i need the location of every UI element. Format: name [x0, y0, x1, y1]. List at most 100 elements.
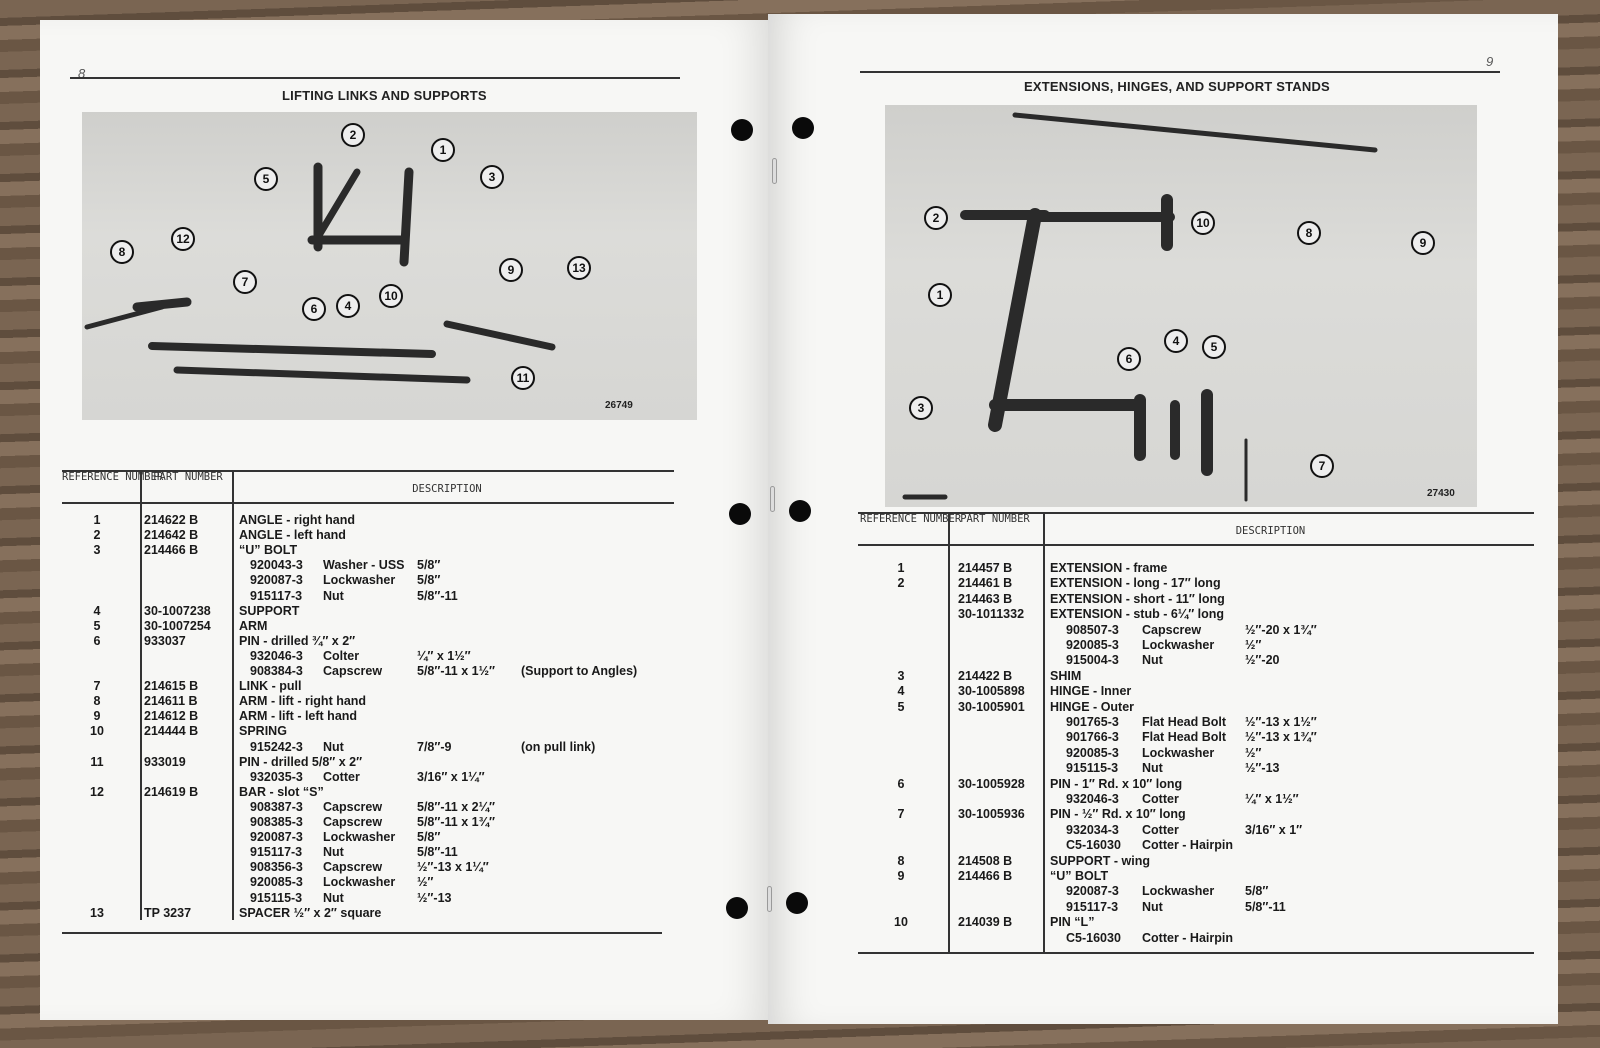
- header-rule: [70, 77, 680, 79]
- hardware-size: ½″-20 x 1¾″: [1245, 622, 1317, 637]
- hardware-part-number: 915117-3: [1066, 899, 1119, 914]
- hardware-name: Lockwasher: [323, 573, 396, 588]
- header-description: DESCRIPTION: [1235, 525, 1306, 537]
- description: ANGLE - right hand: [239, 513, 355, 527]
- staple: [767, 886, 772, 912]
- description: SUPPORT: [239, 603, 300, 618]
- description: ANGLE - left hand: [239, 528, 346, 543]
- hardware-part-number: 901766-3: [1066, 730, 1119, 745]
- header-reference-number: REFERENCE NUMBER: [62, 471, 164, 483]
- callout-5: 5: [1202, 335, 1226, 359]
- hardware-name: Cotter - Hairpin: [1142, 930, 1233, 945]
- hardware-part-number: 920085-3: [1066, 638, 1119, 652]
- callout-12: 12: [171, 227, 195, 251]
- page-number: 9: [1486, 54, 1494, 69]
- binder-hole: [786, 892, 808, 914]
- callout-6: 6: [302, 297, 326, 321]
- hardware-size: 5/8″-11: [417, 588, 458, 603]
- part-number: 214461 B: [958, 576, 1013, 591]
- description: SPACER ½″ x 2″ square: [239, 905, 382, 920]
- hardware-part-number: 915242-3: [250, 739, 303, 754]
- hardware-size: 5/8″: [417, 830, 441, 845]
- header-rule: [860, 71, 1500, 73]
- description: BAR - slot “S”: [239, 784, 324, 799]
- callout-4: 4: [1164, 329, 1188, 353]
- hardware-name: Washer - USS: [323, 558, 405, 573]
- description: LINK - pull: [239, 679, 302, 694]
- hardware-part-number: 920087-3: [250, 830, 303, 845]
- description: ARM - lift - right hand: [239, 694, 367, 709]
- hardware-part-number: C5-16030: [1066, 930, 1121, 945]
- hardware-note: (on pull link): [521, 739, 596, 754]
- part-number: 214466 B: [958, 869, 1013, 883]
- description: PIN - 1″ Rd. x 10″ long: [1050, 776, 1183, 791]
- part-number: 30-1007254: [144, 618, 211, 633]
- reference-number: 10: [894, 915, 908, 930]
- hardware-name: Capscrew: [323, 799, 383, 814]
- part-number: TP 3237: [144, 905, 192, 920]
- part-number: 214444 B: [144, 724, 199, 739]
- hardware-name: Nut: [323, 890, 344, 905]
- column-divider: [1043, 512, 1045, 952]
- callout-10: 10: [1191, 211, 1215, 235]
- table-top-rule: [858, 512, 1534, 514]
- column-divider: [232, 470, 234, 920]
- hardware-note: (Support to Angles): [521, 664, 638, 678]
- reference-number: 5: [897, 699, 905, 714]
- hardware-name: Nut: [1142, 899, 1163, 914]
- reference-number: 2: [897, 576, 905, 591]
- description: PIN - drilled 5/8″ x 2″: [239, 754, 363, 769]
- part-number: 933019: [144, 754, 186, 769]
- binder-hole: [726, 897, 748, 919]
- part-number: 30-1005936: [958, 807, 1025, 822]
- description: HINGE - Outer: [1050, 699, 1135, 714]
- reference-number: 11: [90, 754, 104, 769]
- hardware-part-number: 920087-3: [250, 573, 303, 588]
- hardware-size: 5/8″-11 x 1¾″: [417, 815, 496, 829]
- hardware-part-number: 908385-3: [250, 815, 303, 829]
- callout-1: 1: [928, 283, 952, 307]
- callout-6: 6: [1117, 347, 1141, 371]
- reference-number: 8: [897, 853, 905, 868]
- hardware-part-number: 915004-3: [1066, 653, 1119, 668]
- table-bottom-rule: [858, 952, 1534, 954]
- part-number: 30-1007238: [144, 603, 211, 618]
- part-number: 214508 B: [958, 853, 1013, 868]
- hardware-name: Nut: [1142, 761, 1163, 776]
- hardware-name: Cotter: [1142, 822, 1179, 837]
- part-number: 30-1005928: [958, 776, 1025, 791]
- header-bottom-rule: [858, 544, 1534, 546]
- description: SHIM: [1050, 668, 1082, 683]
- table-bottom-rule: [62, 932, 662, 934]
- hardware-name: Capscrew: [323, 664, 383, 678]
- callout-8: 8: [110, 240, 134, 264]
- hardware-name: Cotter: [1142, 792, 1179, 806]
- hardware-name: Lockwasher: [1142, 745, 1215, 760]
- hardware-size: ¼″ x 1½″: [417, 648, 471, 663]
- part-number: 214039 B: [958, 915, 1013, 930]
- callout-5: 5: [254, 167, 278, 191]
- part-number: 214619 B: [144, 784, 199, 799]
- reference-number: 9: [897, 869, 905, 883]
- hardware-part-number: 932034-3: [1066, 822, 1119, 837]
- hardware-size: ½″-13: [417, 890, 452, 905]
- hardware-part-number: 915115-3: [250, 890, 303, 905]
- hardware-size: ½″-13 x 1½″: [1245, 715, 1317, 729]
- hardware-size: 5/8″-11 x 1½″: [417, 664, 496, 678]
- hardware-name: Flat Head Bolt: [1142, 715, 1227, 729]
- hardware-size: 5/8″-11: [1245, 899, 1286, 914]
- hardware-name: Lockwasher: [1142, 884, 1215, 899]
- description: PIN - ½″ Rd. x 10″ long: [1050, 807, 1186, 822]
- callout-3: 3: [909, 396, 933, 420]
- callout-1: 1: [431, 138, 455, 162]
- hardware-part-number: 932046-3: [1066, 792, 1119, 806]
- column-divider: [948, 512, 950, 952]
- header-part-number: PART NUMBER: [960, 513, 1030, 525]
- description: EXTENSION - stub - 6¼″ long: [1050, 607, 1225, 622]
- description: “U” BOLT: [239, 543, 298, 558]
- reference-number: 12: [90, 784, 104, 799]
- hardware-name: Cotter - Hairpin: [1142, 838, 1233, 853]
- reference-number: 9: [93, 709, 101, 724]
- part-number: 214611 B: [144, 694, 198, 709]
- hardware-name: Capscrew: [323, 860, 383, 875]
